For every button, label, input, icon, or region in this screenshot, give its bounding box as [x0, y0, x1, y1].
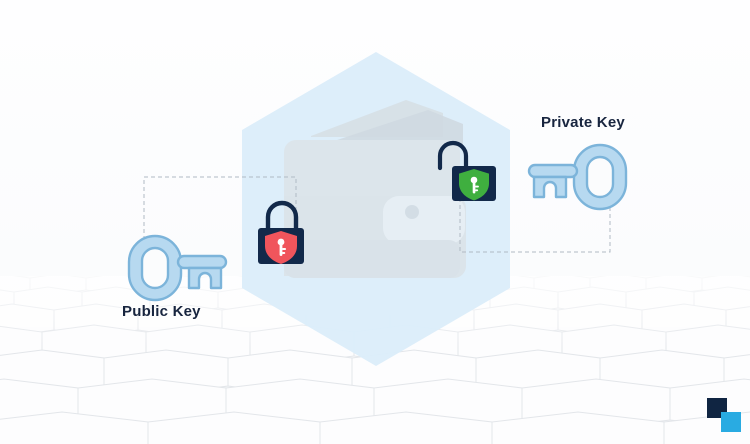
public-key-label: Public Key — [122, 303, 201, 320]
padlock-shackle-closed — [265, 200, 299, 234]
shield-key-glyph — [470, 176, 479, 194]
private-key-label: Private Key — [541, 114, 625, 131]
connector-public-key-to-red-lock — [143, 176, 297, 240]
floor-lattice — [0, 276, 750, 444]
brand-square-light — [721, 412, 741, 432]
connector-private-key-to-green-lock — [459, 186, 611, 253]
wallet-clasp — [383, 196, 465, 244]
brand-logo[interactable] — [707, 398, 745, 436]
shield-key-glyph — [277, 238, 286, 256]
floor-row — [0, 411, 750, 444]
wallet-cards — [311, 100, 463, 146]
padlock-shackle-open — [437, 140, 469, 177]
wallet-clasp-dot — [405, 205, 419, 219]
